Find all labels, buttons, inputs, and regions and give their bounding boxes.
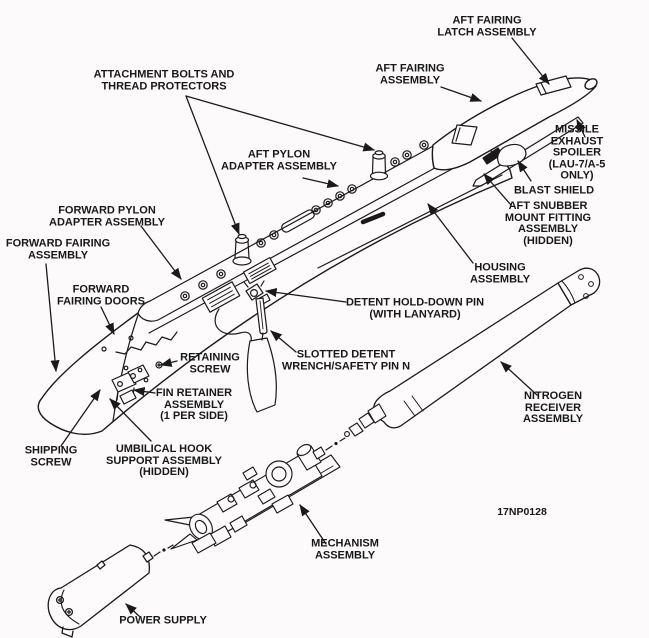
label-shipping-screw: SHIPPING SCREW: [24, 444, 78, 468]
power-supply-top-lug: [96, 560, 106, 570]
power-supply-drawing: [47, 544, 154, 638]
mechanism-tip: [312, 446, 326, 460]
power-supply-notch: [61, 626, 74, 638]
mechanism-socket-bore: [194, 519, 208, 535]
leader-blast-shield: [517, 160, 532, 182]
safety-pin-inner-line: [259, 300, 264, 330]
data-plate-aft: [242, 257, 277, 285]
lanyard-cord: [214, 308, 252, 342]
leader-attachment-bolts-forward: [185, 95, 240, 235]
mechanism-spike-lower: [170, 533, 198, 550]
leader-aft-pylon: [302, 177, 340, 189]
label-detent-pin: DETENT HOLD-DOWN PIN (WITH LANYARD): [345, 296, 485, 320]
label-fin-retainer: FIN RETAINER ASSEMBLY (1 PER SIDE): [155, 386, 233, 422]
housing-lower-surface-line: [317, 174, 503, 269]
leader-housing: [427, 203, 474, 264]
nitrogen-receiver-drawing: [344, 267, 601, 437]
label-aft-fairing-latch: AFT FAIRING LATCH ASSEMBLY: [437, 14, 537, 38]
housing-bold-dash: [360, 211, 386, 225]
alignment-centerlines: [153, 437, 346, 557]
blast-shield-bracket: [497, 143, 527, 167]
label-slotted-detent: SLOTTED DETENT WRENCH/SAFETY PIN N: [281, 348, 411, 372]
leader-forward-fairing: [45, 263, 60, 373]
leader-aft-snubber: [483, 173, 512, 206]
leader-missile-spoiler: [576, 119, 586, 138]
thread-protector-aft: [369, 150, 389, 181]
leader-shipping-screw: [60, 389, 101, 447]
receiver-valve: [344, 403, 387, 437]
label-mechanism: MECHANISM ASSEMBLY: [311, 537, 379, 561]
door-boundary-curve: [112, 314, 139, 422]
figure-number: 17NP0128: [497, 506, 547, 518]
receiver-cap-band: [561, 280, 576, 304]
lanyard-strap: [246, 337, 277, 413]
thread-protector-forward: [232, 233, 252, 266]
plate-slot: [281, 209, 315, 233]
label-forward-fairing: FORWARD FAIRING ASSEMBLY: [5, 237, 111, 261]
label-attachment-bolts: ATTACHMENT BOLTS AND THREAD PROTECTORS: [93, 68, 235, 92]
leader-aft-fairing-latch: [511, 37, 550, 85]
mechanism-assembly-drawing: [164, 443, 341, 554]
label-aft-snubber: AFT SNUBBER MOUNT FITTING ASSEMBLY (HIDD…: [504, 200, 592, 247]
leader-forward-doors: [100, 306, 115, 335]
pylon-adapter-plate-drawing: [137, 138, 454, 322]
exhaust-spoiler-drawing: [472, 116, 584, 187]
receiver-taper-lines: [403, 395, 424, 417]
leader-forward-pylon: [140, 225, 182, 280]
label-forward-doors: FORWARD FAIRING DOORS: [56, 283, 146, 307]
leader-nitrogen-receiver: [500, 361, 538, 396]
label-retaining-screw: RETAINING SCREW: [180, 351, 240, 375]
door-bolt: [101, 346, 107, 352]
leader-fin-retainer: [132, 387, 156, 397]
label-umbilical-hook: UMBILICAL HOOK SUPPORT ASSEMBLY (HIDDEN): [106, 442, 222, 478]
label-power-supply: POWER SUPPLY: [119, 614, 207, 627]
leader-umbilical-hook: [109, 398, 152, 442]
label-aft-fairing: AFT FAIRING ASSEMBLY: [375, 62, 445, 86]
label-blast-shield: BLAST SHIELD: [513, 184, 595, 197]
forward-fairing-drawing: [101, 314, 178, 422]
mechanism-ring-bore: [271, 466, 287, 482]
power-supply-nub: [142, 551, 154, 563]
label-forward-pylon: FORWARD PYLON ADAPTER ASSEMBLY: [49, 204, 165, 228]
label-nitrogen-receiver: NITROGEN RECEIVER ASSEMBLY: [522, 389, 584, 425]
door-serrated-edge: [115, 331, 178, 355]
leader-aft-fairing: [440, 86, 482, 102]
mechanism-ring: [265, 460, 293, 488]
label-missile-spoiler: MISSILE EXHAUST SPOILER (LAU-7/A-5 ONLY): [548, 123, 606, 182]
receiver-cap: [557, 267, 601, 306]
power-supply-end-band: [60, 589, 80, 625]
label-housing: HOUSING ASSEMBLY: [469, 261, 531, 285]
power-supply-body: [47, 544, 151, 631]
aft-fairing-tip: [584, 78, 598, 90]
fin-retainer-hardware: [111, 364, 150, 405]
leader-retaining-screw: [159, 358, 178, 367]
leader-attachment-bolts-aft: [185, 95, 375, 152]
data-plate-forward: [201, 281, 241, 313]
aft-fairing-front-tab: [451, 124, 478, 146]
label-aft-pylon: AFT PYLON ADAPTER ASSEMBLY: [221, 148, 337, 172]
leader-slotted-detent: [270, 330, 297, 353]
detent-lanyard-drawing: [214, 280, 277, 413]
leader-power-supply: [125, 603, 140, 617]
leader-mechanism: [299, 504, 327, 545]
strap-connector: [261, 332, 264, 341]
housing-shoulder-line: [148, 168, 453, 334]
plate-bolt-holes: [180, 140, 429, 301]
leader-detent-pin: [264, 287, 347, 303]
leader-lines: [45, 37, 586, 617]
receiver-cap-holes: [578, 274, 594, 299]
door-bolt: [128, 335, 134, 341]
